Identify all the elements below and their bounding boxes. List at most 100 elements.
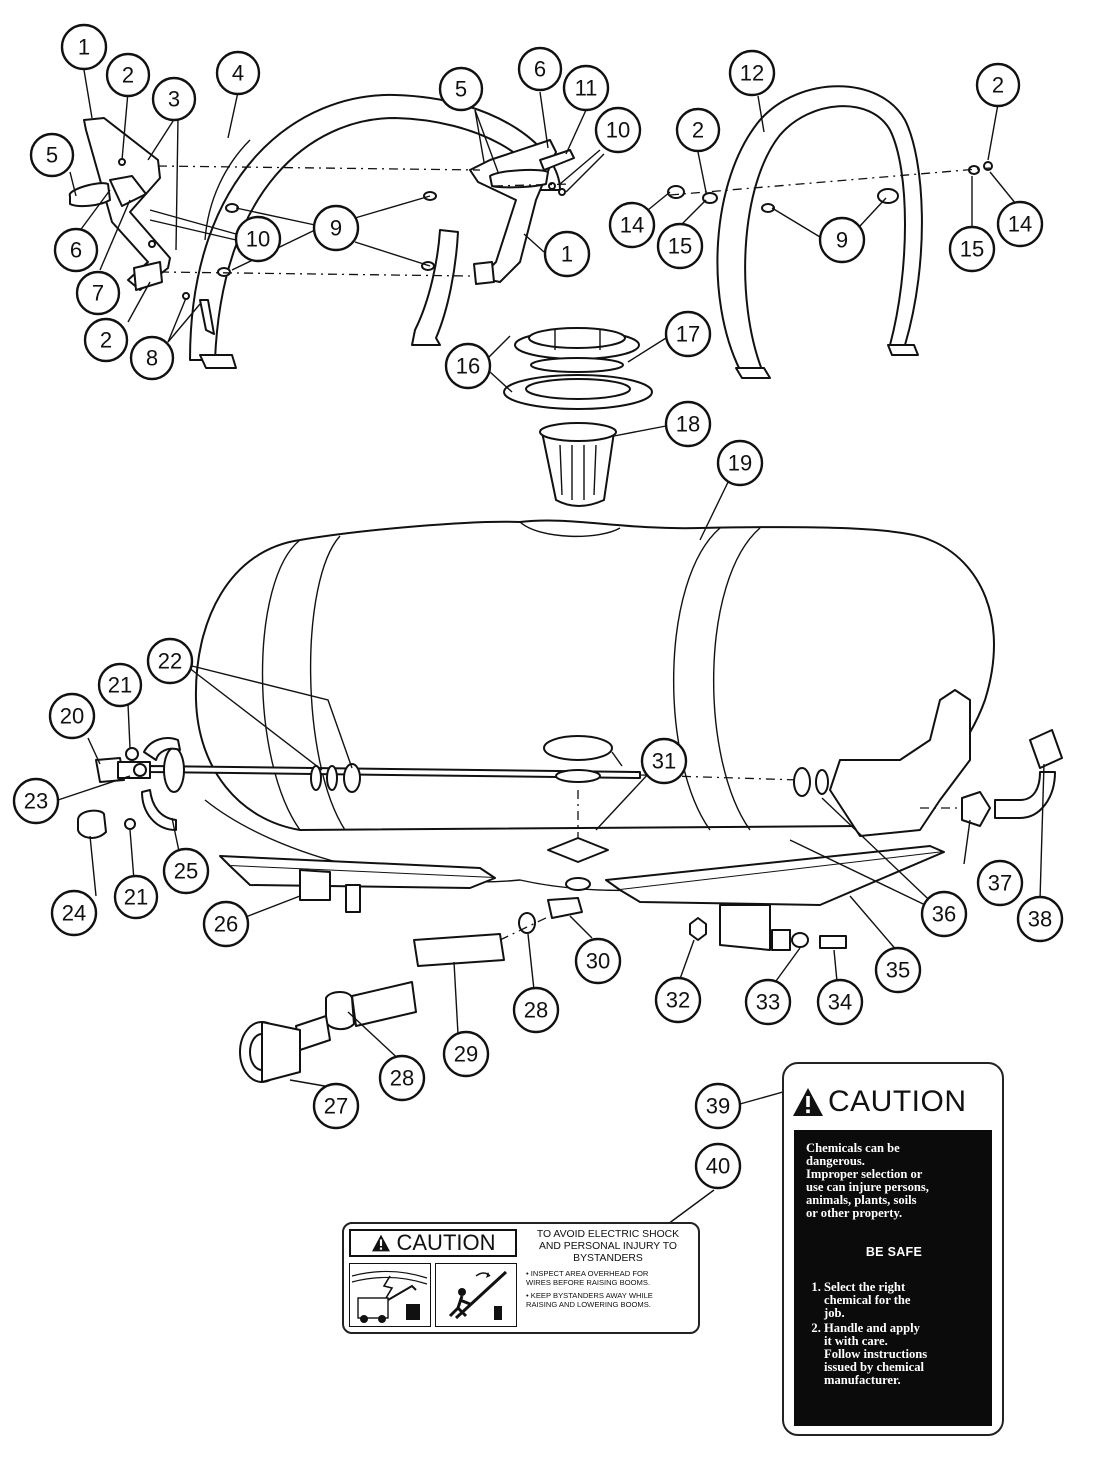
agitator-plumbing	[77, 737, 829, 839]
callout-6b: 6	[517, 46, 563, 92]
svg-text:26: 26	[214, 912, 238, 937]
svg-text:14: 14	[1008, 212, 1032, 237]
caution-instructions: TO AVOID ELECTRIC SHOCK AND PERSONAL INJ…	[522, 1229, 694, 1329]
callout-30: 30	[574, 937, 622, 985]
callout-2a: 2	[105, 52, 151, 98]
svg-text:9: 9	[330, 216, 342, 241]
callout-15b: 15	[948, 225, 996, 273]
callout-17: 17	[664, 310, 712, 358]
bracket-left	[68, 117, 215, 335]
svg-text:8: 8	[146, 346, 158, 371]
callout-14b: 14	[996, 200, 1044, 248]
warning-text: Chemicals can be dangerous. Improper sel…	[806, 1141, 929, 1220]
sump-parts	[543, 735, 613, 891]
svg-text:6: 6	[70, 238, 82, 263]
svg-text:35: 35	[886, 958, 910, 983]
svg-text:24: 24	[62, 901, 86, 926]
svg-text:38: 38	[1028, 907, 1052, 932]
callout-33: 33	[744, 978, 792, 1026]
callout-32: 32	[654, 976, 702, 1024]
caution-body: Chemicals can be dangerous. Improper sel…	[794, 1130, 992, 1426]
svg-text:21: 21	[108, 673, 132, 698]
tank	[194, 519, 995, 892]
callout-4: 4	[215, 50, 261, 96]
svg-text:11: 11	[575, 76, 598, 101]
callout-11: 11	[562, 64, 610, 112]
svg-text:30: 30	[586, 949, 610, 974]
callout-2c: 2	[675, 107, 721, 153]
svg-text:25: 25	[174, 859, 198, 884]
safety-steps: Select the right chemical for the job. H…	[806, 1281, 982, 1387]
callout-14a: 14	[608, 201, 656, 249]
svg-text:16: 16	[456, 354, 480, 379]
callout-21a: 21	[97, 662, 143, 708]
svg-text:1: 1	[561, 242, 573, 267]
callout-5b: 5	[438, 66, 484, 112]
svg-text:39: 39	[706, 1094, 730, 1119]
svg-text:28: 28	[524, 998, 548, 1023]
svg-text:29: 29	[454, 1042, 478, 1067]
warning-triangle-icon	[371, 1234, 390, 1252]
svg-text:5: 5	[455, 77, 467, 102]
svg-text:31: 31	[652, 749, 676, 774]
callout-16: 16	[444, 342, 492, 390]
svg-text:34: 34	[828, 990, 852, 1015]
warning-triangle-icon	[793, 1088, 823, 1116]
callout-12: 12	[728, 49, 776, 97]
callout-8: 8	[129, 335, 175, 381]
svg-text:10: 10	[606, 118, 630, 143]
svg-text:40: 40	[706, 1154, 730, 1179]
callout-35: 35	[874, 946, 922, 994]
assembly-lines-top	[157, 165, 991, 277]
callout-26: 26	[202, 900, 250, 948]
callout-29: 29	[442, 1030, 490, 1078]
callout-25: 25	[162, 847, 210, 895]
callout-5a: 5	[29, 132, 75, 178]
callout-19: 19	[716, 439, 764, 487]
bracket-right	[469, 139, 575, 285]
svg-text:3: 3	[168, 87, 180, 112]
svg-text:22: 22	[158, 649, 182, 674]
callout-31: 31	[640, 737, 688, 785]
callout-28a: 28	[512, 986, 560, 1034]
callout-34: 34	[816, 978, 864, 1026]
svg-text:28: 28	[390, 1066, 414, 1091]
leader-lines	[57, 69, 1045, 1225]
strainer-basket	[539, 422, 617, 507]
svg-text:33: 33	[756, 990, 780, 1015]
callout-1b: 1	[543, 230, 591, 278]
caution-decal-electric: CAUTION TO	[342, 1222, 700, 1334]
callout-40: 40	[694, 1142, 742, 1190]
svg-text:15: 15	[668, 234, 692, 259]
svg-text:5: 5	[46, 143, 58, 168]
callout-3: 3	[151, 76, 197, 122]
callout-10b: 10	[594, 106, 642, 154]
svg-text:17: 17	[676, 322, 700, 347]
svg-text:2: 2	[692, 118, 704, 143]
callout-10a: 10	[234, 215, 282, 263]
safety-step: Handle and apply it with care. Follow in…	[824, 1322, 982, 1387]
callout-21b: 21	[113, 874, 159, 920]
svg-text:37: 37	[988, 871, 1012, 896]
callout-1a: 1	[60, 23, 108, 71]
tank-lid	[503, 327, 653, 410]
callout-6a: 6	[53, 227, 99, 273]
svg-text:2: 2	[100, 328, 112, 353]
svg-text:15: 15	[960, 237, 984, 262]
caution-decal-chemicals: CAUTION Chemicals can be dangerous. Impr…	[782, 1062, 1004, 1436]
callout-36: 36	[920, 890, 968, 938]
drain-assembly	[239, 897, 847, 1083]
bystander-pictogram	[435, 1263, 517, 1327]
svg-text:20: 20	[60, 704, 84, 729]
instruction-heading: TO AVOID ELECTRIC SHOCK AND PERSONAL INJ…	[536, 1229, 680, 1264]
svg-text:18: 18	[676, 412, 700, 437]
callout-7: 7	[75, 270, 121, 316]
instruction-item: • INSPECT AREA OVERHEAD FOR WIRES BEFORE…	[526, 1269, 651, 1287]
svg-text:2: 2	[992, 73, 1004, 98]
svg-text:2: 2	[122, 63, 134, 88]
svg-text:23: 23	[24, 789, 48, 814]
tank-saddles	[219, 845, 945, 951]
svg-text:12: 12	[740, 61, 764, 86]
svg-text:27: 27	[324, 1094, 348, 1119]
